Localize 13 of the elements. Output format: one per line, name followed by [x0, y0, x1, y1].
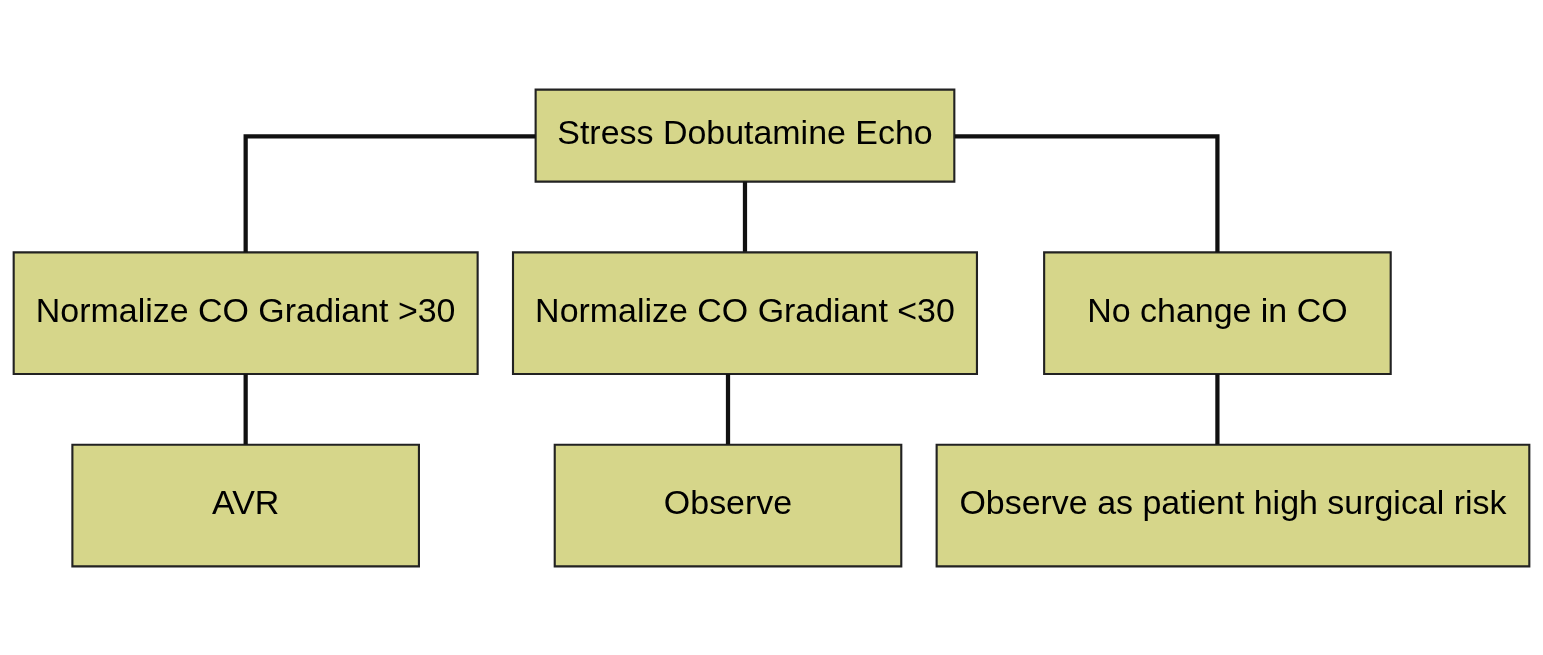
connector	[1215, 373, 1220, 444]
node-box: Observe as patient high surgical risk	[935, 443, 1531, 567]
connector	[725, 373, 731, 444]
connector	[243, 373, 248, 444]
node-box: Normalize CO Gradiant <30	[511, 250, 978, 375]
connector	[742, 181, 748, 252]
connector	[954, 133, 1220, 252]
node-box: Observe	[553, 443, 903, 567]
node-box: No change in CO	[1043, 250, 1392, 375]
node-box: Stress Dobutamine Echo	[534, 88, 956, 183]
node-box: AVR	[71, 443, 420, 567]
node-box: Normalize CO Gradiant >30	[12, 250, 479, 375]
connector	[243, 133, 536, 252]
